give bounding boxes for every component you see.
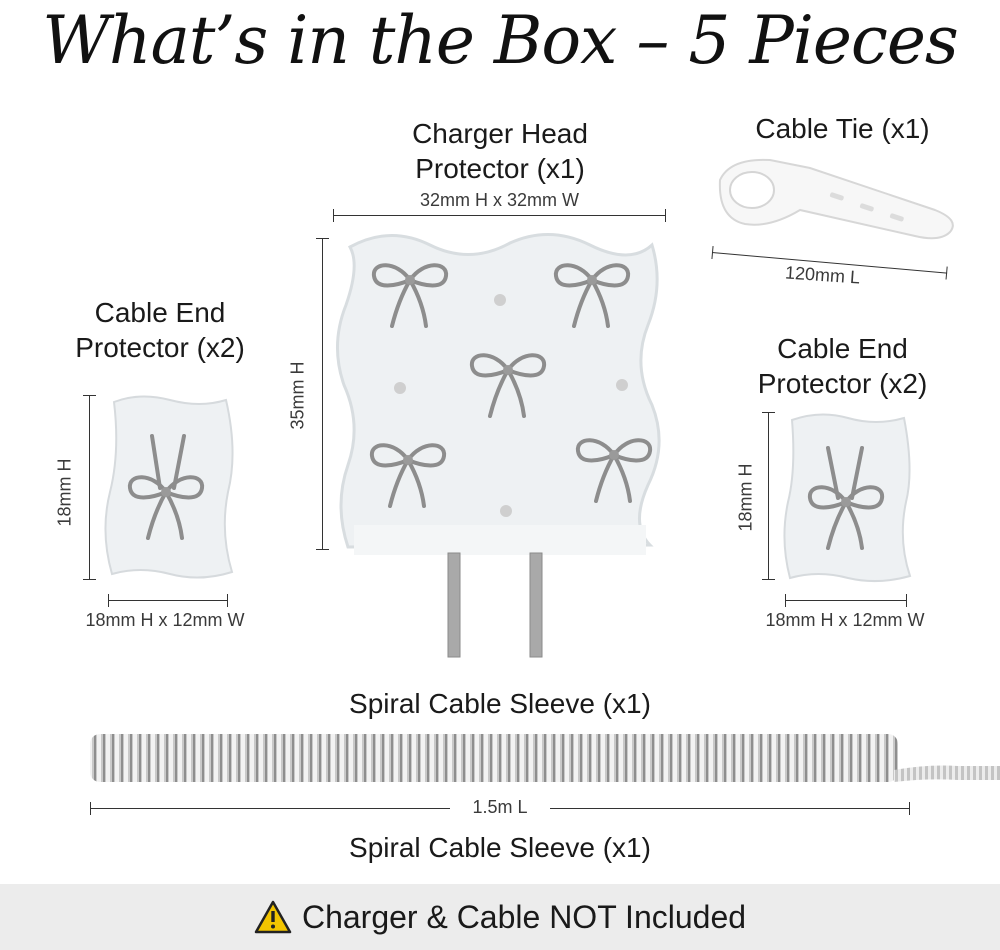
- spiral-sleeve-length-dim: 1.5m L: [450, 797, 550, 818]
- cable-end-right-label: Cable End Protector (x2): [757, 333, 928, 399]
- cable-end-right-width-line: [785, 594, 907, 607]
- charger-head-height-dim: 35mm H: [287, 361, 308, 430]
- spiral-sleeve-bottom-label: Spiral Cable Sleeve (x1): [349, 832, 651, 863]
- cable-end-left-width-line: [108, 594, 228, 607]
- charger-head-label: Charger Head Protector (x1): [412, 118, 588, 184]
- cable-end-right-image: [783, 413, 912, 582]
- cable-end-left-label: Cable End Protector (x2): [75, 297, 245, 363]
- warning-icon: [254, 900, 292, 934]
- charger-head-width-line: [333, 209, 666, 222]
- cable-end-left-image: [104, 395, 234, 579]
- charger-head-width-dim: 32mm H x 32mm W: [419, 190, 579, 210]
- charger-head-protector-image: [336, 233, 661, 658]
- cable-tie-length-dim: 120mm L: [784, 262, 861, 288]
- cable-tie-label: Cable Tie (x1): [755, 113, 930, 144]
- footer-bar: [0, 884, 1000, 950]
- cable-end-right-size-dim: 18mm H x 12mm W: [765, 610, 925, 630]
- cable-tie-image: [718, 158, 954, 240]
- cable-end-left-height-line: [83, 395, 96, 580]
- spiral-sleeve-top-label: Spiral Cable Sleeve (x1): [349, 688, 651, 719]
- spiral-cable-sleeve-image: [90, 734, 1000, 782]
- footer-note: Charger & Cable NOT Included: [0, 884, 1000, 950]
- cable-end-right-height-dim: 18mm H: [735, 463, 756, 532]
- footer-note-text: Charger & Cable NOT Included: [301, 898, 747, 935]
- charger-head-height-line: [316, 238, 329, 550]
- cable-end-left-height-dim: 18mm H: [54, 458, 75, 527]
- cable-end-left-size-dim: 18mm H x 12mm W: [85, 610, 245, 630]
- cable-end-right-height-line: [762, 412, 775, 580]
- page-title: What’s in the Box – 5 Pieces: [42, 2, 959, 79]
